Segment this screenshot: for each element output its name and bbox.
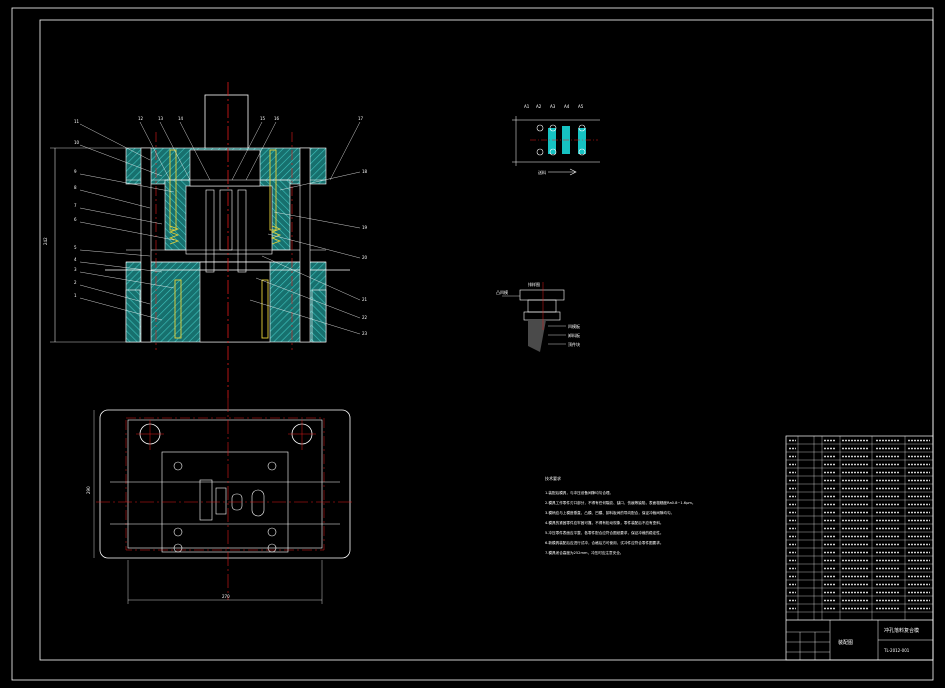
- leader-line: [261, 255, 361, 301]
- leader-number: 17: [358, 116, 364, 121]
- detail-view: 排样图 凸凹模 凹模板 卸料板 顶件块: [496, 281, 580, 352]
- leader-number: 3: [74, 267, 77, 272]
- outer-frame: [11, 7, 934, 681]
- leader-line: [79, 284, 151, 305]
- leader-number: 10: [74, 140, 80, 145]
- leader-number: 15: [260, 116, 266, 121]
- detail-label-5: 顶件块: [568, 341, 580, 347]
- strip-label-3: A3: [550, 104, 556, 109]
- note-line-6: 6.新模具装配后应进行试冲，合格后方可使用，试冲件应符合零件图要求。: [545, 540, 663, 545]
- leader-number: 12: [138, 116, 144, 121]
- leader-number: 1: [74, 293, 77, 298]
- leader-number: 6: [74, 217, 77, 222]
- leader-line: [159, 121, 191, 181]
- detail-label-1: 排样图: [528, 281, 540, 287]
- leader-line: [79, 207, 163, 225]
- strip-label-2: A2: [536, 104, 542, 109]
- leader-line: [79, 221, 175, 241]
- leader-number: 2: [74, 280, 77, 285]
- leader-line: [79, 297, 163, 321]
- parts-list-table: 冲孔落料复合模 装配图 TL-2012-001: [785, 435, 934, 661]
- detail-label-3: 凹模板: [568, 323, 580, 329]
- note-line-4: 4.模具的紧固零件应牢固可靠，不得有松动现象，零件装配后不应有歪斜。: [545, 520, 663, 525]
- title-block-drawing-name: 装配图: [838, 639, 853, 646]
- notes-title: 技术要求: [545, 475, 561, 481]
- strip-label-5: A5: [578, 104, 584, 109]
- leader-number: 7: [74, 203, 77, 208]
- leader-line: [245, 121, 277, 181]
- leader-line: [329, 121, 361, 181]
- strip-label-1: A1: [524, 104, 530, 109]
- technical-notes: 技术要求 1.装配后模具，与冲压设备间隙均匀合理。 2.模具工作零件刃口部分，不…: [545, 475, 695, 555]
- leader-line: [267, 233, 361, 259]
- title-block-title: 冲孔落料复合模: [884, 627, 919, 634]
- leader-number: 9: [74, 169, 77, 174]
- leader-line: [249, 299, 361, 335]
- plan-width-dim: 270: [222, 594, 230, 599]
- plan-view: 290 270: [86, 398, 355, 604]
- note-line-7: 7.模具闭合高度为252mm，冲压时应注意安全。: [545, 550, 623, 555]
- note-line-2: 2.模具工作零件刃口部分，不得有任何裂纹、缺口、伤痕等缺陷，表面粗糙度Ra0.8…: [545, 500, 695, 505]
- plan-height-dim: 290: [86, 486, 91, 494]
- inner-frame: [39, 19, 934, 661]
- leader-line: [79, 189, 151, 209]
- leader-number: 22: [362, 315, 368, 320]
- leader-number: 4: [74, 257, 77, 262]
- section-view: 242: [43, 82, 350, 398]
- leader-number: 8: [74, 185, 77, 190]
- leader-number: 16: [274, 116, 280, 121]
- leader-number: 21: [362, 297, 368, 302]
- leader-line: [79, 173, 175, 193]
- strip-label-4: A4: [564, 104, 570, 109]
- note-line-5: 5.冲压零件表面应平整，各零件配合应符合图纸要求，保证冲裁的稳定性。: [545, 530, 663, 535]
- leader-number: 14: [178, 116, 184, 121]
- leader-line: [179, 121, 211, 181]
- detail-label-4: 卸料板: [568, 332, 580, 338]
- section-height-dim: 242: [43, 237, 48, 245]
- leader-line: [79, 271, 175, 289]
- leader-line: [139, 121, 171, 181]
- leader-line: [279, 171, 361, 191]
- leader-line: [231, 121, 263, 181]
- detail-label-2: 凸凹模: [496, 289, 508, 295]
- leader-line: [273, 211, 361, 229]
- leader-number: 19: [362, 225, 368, 230]
- leader-line: [255, 277, 361, 319]
- leader-line: [79, 144, 163, 177]
- leader-line: [79, 123, 151, 161]
- leader-line: [79, 249, 151, 257]
- leader-number: 20: [362, 255, 368, 260]
- note-line-1: 1.装配后模具，与冲压设备间隙均匀合理。: [545, 490, 613, 495]
- leader-number: 23: [362, 331, 368, 336]
- note-line-3: 3.模柄应与上模座垂直，凸模、凹模、卸料板间的导向配合，保证冲裁间隙均匀。: [545, 510, 674, 515]
- leader-line: [79, 261, 163, 273]
- leader-number: 18: [362, 169, 368, 174]
- leader-number: 5: [74, 245, 77, 250]
- strip-layout: 送料 A1 A2 A3 A4 A5: [512, 104, 600, 176]
- strip-feed-label: 送料: [538, 169, 546, 175]
- leader-number: 13: [158, 116, 164, 121]
- leader-number: 11: [74, 119, 80, 124]
- title-block-drawing-code: TL-2012-001: [883, 648, 910, 653]
